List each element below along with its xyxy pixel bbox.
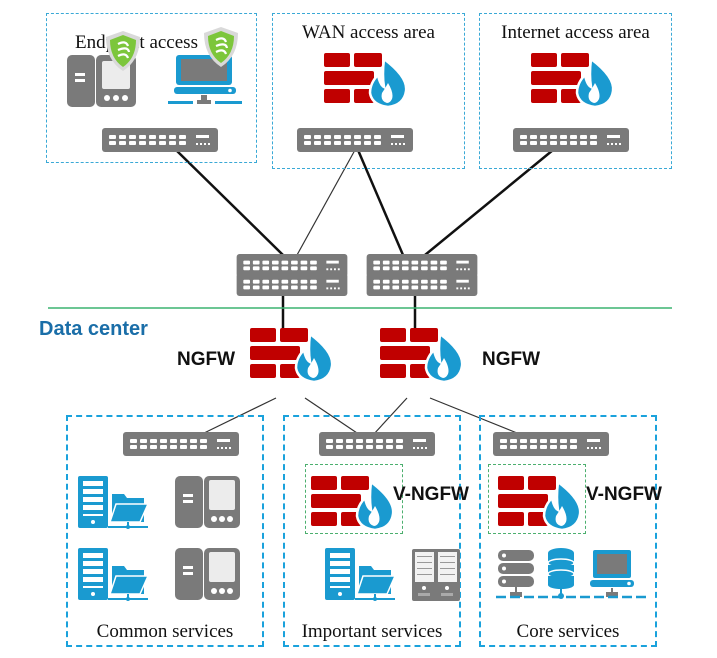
file-server-icon — [78, 548, 149, 602]
ip-phone-icon — [175, 548, 240, 600]
zone-core-services: Core services — [479, 415, 657, 647]
security-shield-icon — [106, 31, 140, 71]
v-ngfw-firewall-icon — [311, 476, 395, 532]
ngfw-firewall-icon — [380, 328, 464, 384]
access-switch-icon — [513, 128, 629, 152]
v-ngfw-label: V-NGFW — [586, 484, 662, 505]
server-stack-icon — [498, 550, 534, 597]
firewall-icon — [324, 53, 408, 109]
core-switch-icon — [236, 254, 348, 296]
zone-important-services: Important services — [283, 415, 461, 647]
ip-phone-icon — [175, 476, 240, 528]
ngfw-label: NGFW — [177, 349, 236, 370]
zone-label: Core services — [516, 621, 620, 642]
zone-internet-access: Internet access area — [479, 13, 672, 169]
desktop-computer-icon — [590, 550, 634, 597]
database-icon — [547, 548, 575, 599]
server-rack-icon — [412, 549, 460, 601]
security-shield-icon — [204, 27, 238, 67]
access-switch-icon — [319, 432, 435, 456]
access-switch-icon — [123, 432, 239, 456]
vfw-container — [488, 464, 586, 534]
link-internet-core2 — [424, 149, 554, 256]
link-wan-core2 — [356, 149, 405, 256]
core-switch-icon — [366, 254, 478, 296]
access-switch-icon — [102, 128, 218, 152]
ngfw-label: NGFW — [482, 349, 541, 370]
v-ngfw-label: V-NGFW — [393, 484, 469, 505]
zone-label: Important services — [301, 621, 443, 642]
file-server-icon — [78, 476, 149, 530]
zone-label: Common services — [96, 621, 234, 642]
v-ngfw-firewall-icon — [498, 476, 582, 532]
access-switch-icon — [297, 128, 413, 152]
zone-label: WAN access area — [302, 22, 435, 43]
network-bus-line — [496, 595, 646, 599]
link-wan-core1 — [296, 149, 356, 256]
access-switch-icon — [493, 432, 609, 456]
vfw-container — [305, 464, 403, 534]
ngfw-firewall-icon — [250, 328, 334, 384]
zone-common-services: Common services — [66, 415, 264, 647]
link-ngfw2-core — [429, 397, 523, 436]
data-center-label: Data center — [39, 318, 148, 340]
file-server-icon — [325, 548, 396, 602]
zone-label: Internet access area — [501, 22, 650, 43]
link-endpoint-core1 — [175, 149, 284, 256]
firewall-icon — [531, 53, 615, 109]
zone-wan-access: WAN access area — [272, 13, 465, 169]
